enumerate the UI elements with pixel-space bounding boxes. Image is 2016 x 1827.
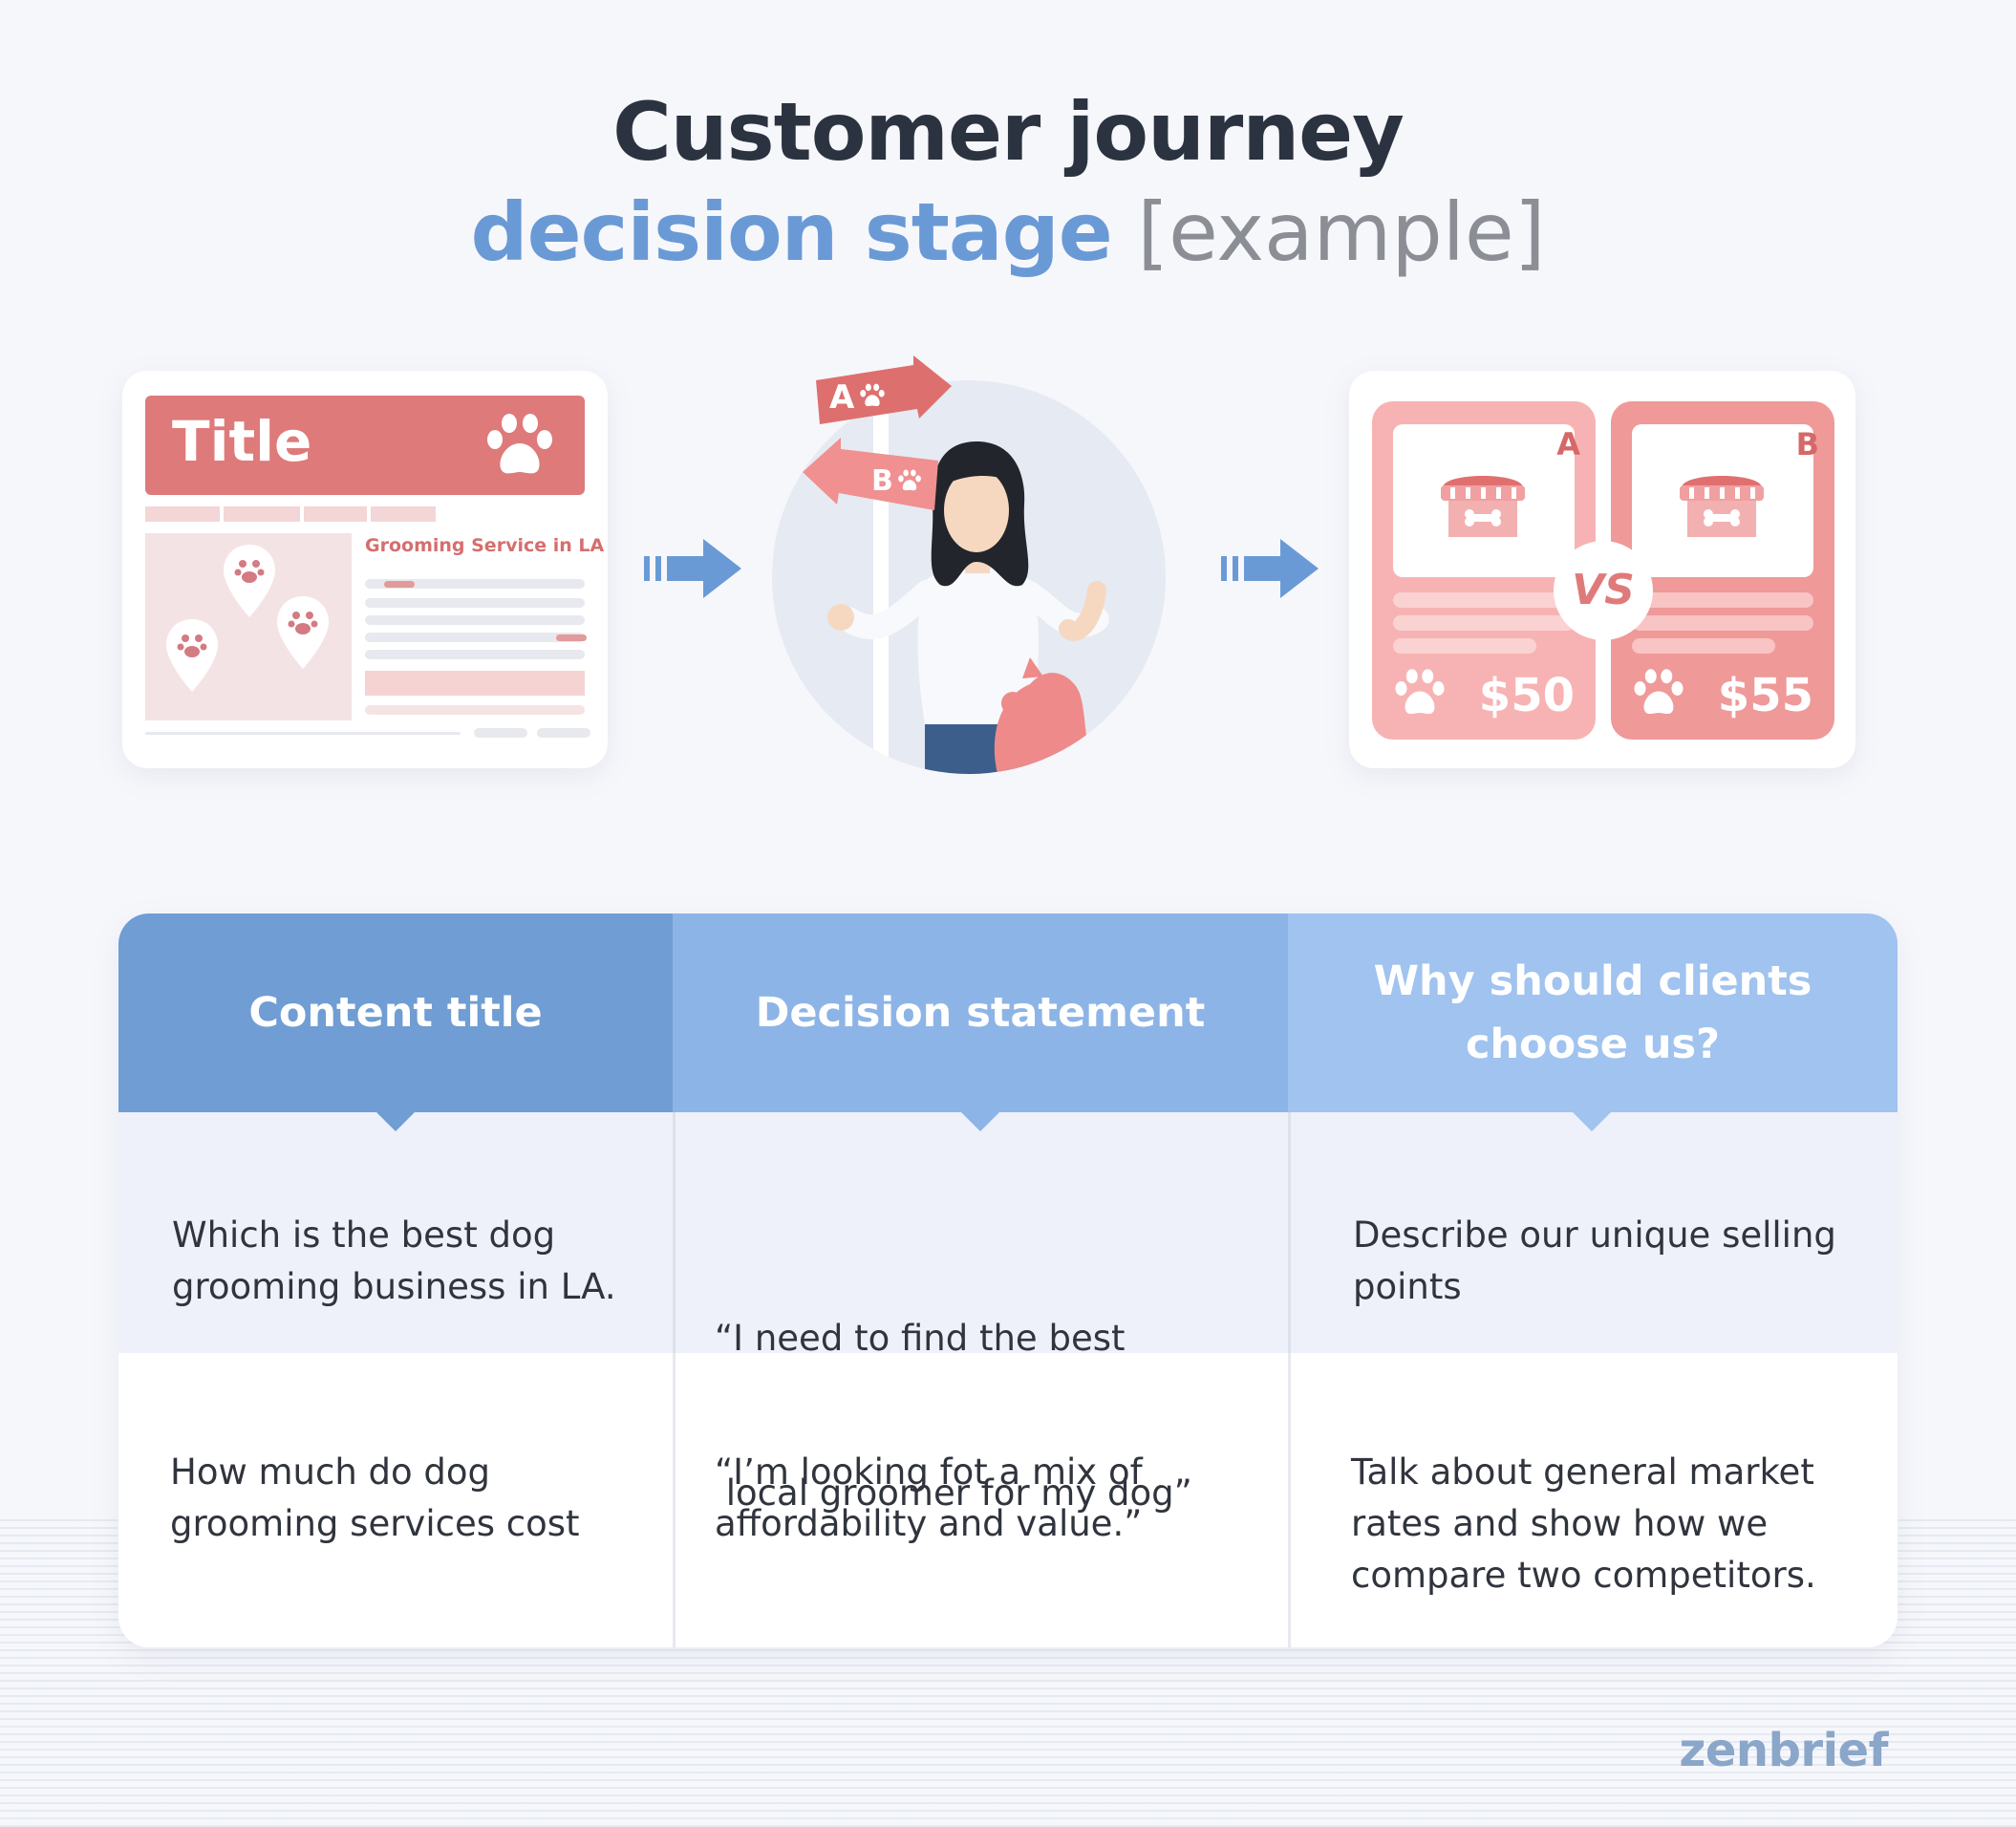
option-a-preview <box>1393 424 1575 577</box>
cell-line: rates and show how we <box>1351 1503 1769 1544</box>
mockup-title: Title <box>172 409 312 474</box>
cell-line: How much do dog <box>170 1451 491 1493</box>
table-cell: Which is the best dog grooming business … <box>172 1210 616 1313</box>
paw-icon <box>1634 669 1684 715</box>
mockup-tab <box>224 506 300 522</box>
title-extra: [example] <box>1137 185 1546 279</box>
text-line <box>474 728 527 738</box>
table-cell: Talk about general market rates and show… <box>1351 1447 1816 1601</box>
text-line <box>1393 615 1575 631</box>
text-line <box>1393 638 1536 654</box>
text-line <box>365 650 585 659</box>
cell-line: compare two competitors. <box>1351 1555 1816 1596</box>
column-divider <box>1288 1112 1291 1647</box>
header-notch <box>1571 1110 1613 1131</box>
text-line <box>537 728 590 738</box>
divider <box>145 732 461 735</box>
cell-line: affordability and value.” <box>715 1503 1143 1544</box>
column-content-title: Content title Which is the best dog groo… <box>118 914 673 1647</box>
cell-line: Which is the best dog <box>172 1214 556 1256</box>
option-b-letter: B <box>1795 426 1819 462</box>
column-header-text: Decision statement <box>756 981 1206 1044</box>
sign-b-arrow <box>803 438 938 510</box>
text-line <box>1632 592 1813 608</box>
header-line: Why should clients <box>1373 957 1812 1005</box>
title-accent: decision stage <box>470 185 1113 279</box>
option-a-letter: A <box>1556 426 1580 462</box>
text-line <box>1632 615 1813 631</box>
option-a-card: A $50 <box>1372 401 1596 740</box>
page-mockup-card: Title Grooming Ser <box>122 371 608 768</box>
mockup-tab <box>145 506 220 522</box>
table-row-2-bg <box>118 1353 1898 1647</box>
map-area <box>145 533 352 720</box>
arrow-right-icon <box>1221 539 1319 598</box>
mockup-tab <box>304 506 367 522</box>
header-line: choose us? <box>1465 1021 1721 1068</box>
title-line-2: decision stage [example] <box>0 180 2016 285</box>
column-decision-statement: Decision statement “I need to find the b… <box>673 914 1288 1647</box>
text-highlight <box>384 581 415 588</box>
column-header-text: Content title <box>248 981 542 1044</box>
arrow-right-icon <box>644 539 741 598</box>
cell-line: Describe our unique selling <box>1353 1214 1836 1256</box>
text-line <box>365 598 585 608</box>
page-title: Customer journey decision stage [example… <box>0 84 2016 285</box>
text-line <box>365 705 585 715</box>
table-cell: How much do dog grooming services cost <box>170 1447 580 1550</box>
column-header-text: Why should clients choose us? <box>1374 950 1812 1076</box>
option-b-price: $55 <box>1717 669 1813 722</box>
vs-badge: VS <box>1554 541 1653 640</box>
title-line-1: Customer journey <box>612 85 1405 179</box>
shop-icon <box>1680 476 1764 537</box>
sign-a-arrow <box>816 355 952 424</box>
header-line: Decision statement <box>755 989 1206 1037</box>
text-highlight <box>556 634 587 641</box>
option-b-preview <box>1632 424 1813 577</box>
table-row-1-bg <box>118 1112 1898 1353</box>
decision-illustration <box>772 380 1166 774</box>
map-pin-icon <box>224 545 275 617</box>
text-line <box>1393 592 1575 608</box>
comparison-card: A $50 B <box>1349 371 1855 768</box>
text-line <box>365 615 585 625</box>
paw-icon <box>898 469 921 491</box>
cell-line: grooming services cost <box>170 1503 580 1544</box>
paw-icon <box>860 383 885 407</box>
header-notch <box>375 1110 417 1131</box>
column-why-choose-us: Why should clients choose us? Describe o… <box>1288 914 1898 1647</box>
brand-logo: zenbrief <box>1679 1724 1888 1777</box>
cell-line: “I’m looking fot a mix of <box>715 1451 1143 1493</box>
paw-icon <box>487 414 552 474</box>
text-line <box>1632 638 1775 654</box>
column-header: Content title <box>118 914 673 1112</box>
header-line: Content title <box>248 989 543 1037</box>
map-pin-icon <box>277 596 329 669</box>
decision-table: Content title Which is the best dog groo… <box>118 914 1898 1647</box>
content-block <box>365 671 585 696</box>
option-a-price: $50 <box>1478 669 1575 722</box>
table-cell: Describe our unique selling points <box>1353 1210 1836 1313</box>
map-pin-icon <box>166 619 218 692</box>
cell-line: local groomer for my dog” <box>715 1472 1192 1514</box>
cell-line: “I need to find the best <box>715 1318 1126 1359</box>
paw-icon <box>1395 669 1445 715</box>
header-notch <box>959 1110 1001 1131</box>
cell-line: grooming business in LA. <box>172 1266 616 1307</box>
mockup-tab <box>371 506 436 522</box>
column-header: Why should clients choose us? <box>1288 914 1898 1112</box>
mockup-title-bar: Title <box>145 396 585 495</box>
cell-line: points <box>1353 1266 1462 1307</box>
text-line <box>365 633 585 642</box>
text-line <box>365 579 585 589</box>
cell-line: Talk about general market <box>1351 1451 1814 1493</box>
listing-label: Grooming Service in LA <box>365 535 605 556</box>
shop-icon <box>1441 476 1525 537</box>
table-cell: “I’m looking fot a mix of affordability … <box>715 1447 1143 1550</box>
column-header: Decision statement <box>673 914 1288 1112</box>
sign-a-label: A <box>829 378 855 417</box>
sign-b-label: B <box>871 464 893 498</box>
table-cell: “I need to find the best local groomer f… <box>715 1210 1192 1623</box>
column-divider <box>673 1112 676 1647</box>
